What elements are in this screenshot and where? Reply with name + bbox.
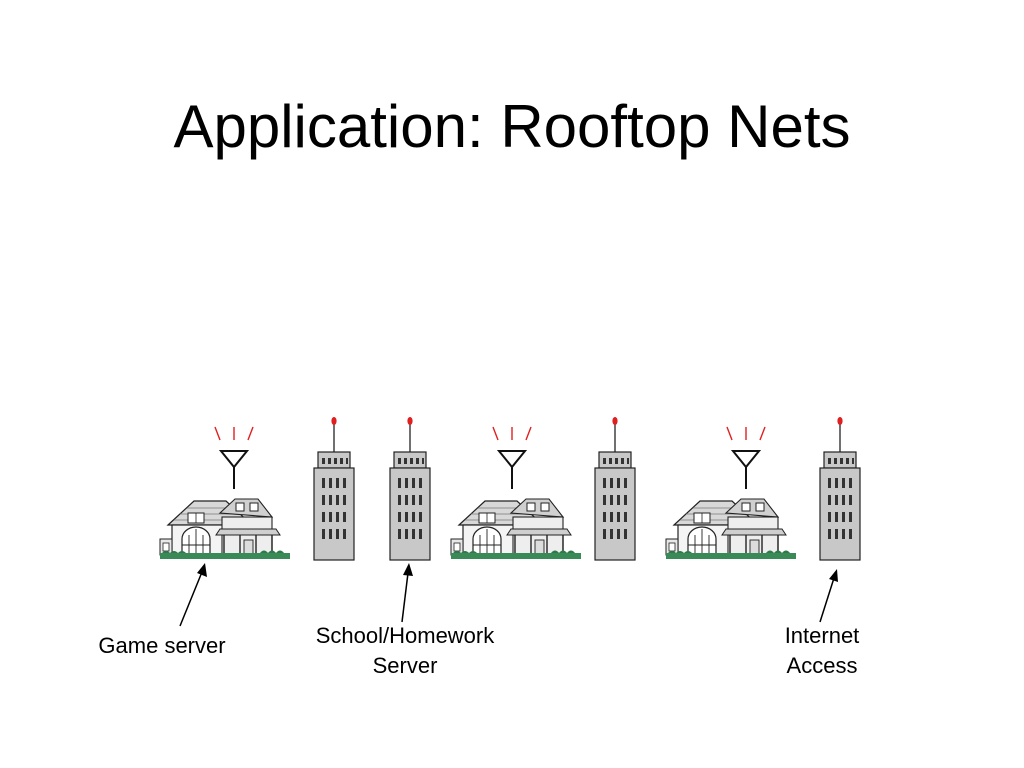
office-building-4 [819,416,861,561]
label-internet-line-2: Access [786,653,858,678]
antenna-icon [214,426,254,490]
office-building-3 [594,416,636,561]
label-game-server-text: Game server [98,633,226,658]
arrow-game-server [179,563,207,627]
label-internet-line-1: Internet [784,623,860,648]
house-3 [665,426,797,560]
slide-title: Application: Rooftop Nets [173,93,851,160]
antenna-icon [492,426,532,490]
office-building-2 [389,416,431,561]
label-school-line-2: Server [372,653,438,678]
label-school-homework-server: School/Homework Server [292,621,518,681]
house-2 [450,426,582,560]
label-game-server: Game server [76,631,248,661]
arrow-internet-access [819,569,838,623]
arrow-school-server [401,563,413,623]
antenna-icon [726,426,766,490]
office-building-1 [313,416,355,561]
house-icon [159,498,291,560]
label-internet-access: Internet Access [762,621,882,681]
house-icon [665,498,797,560]
house-1 [159,426,291,560]
house-icon [450,498,582,560]
label-school-line-1: School/Homework [315,623,495,648]
